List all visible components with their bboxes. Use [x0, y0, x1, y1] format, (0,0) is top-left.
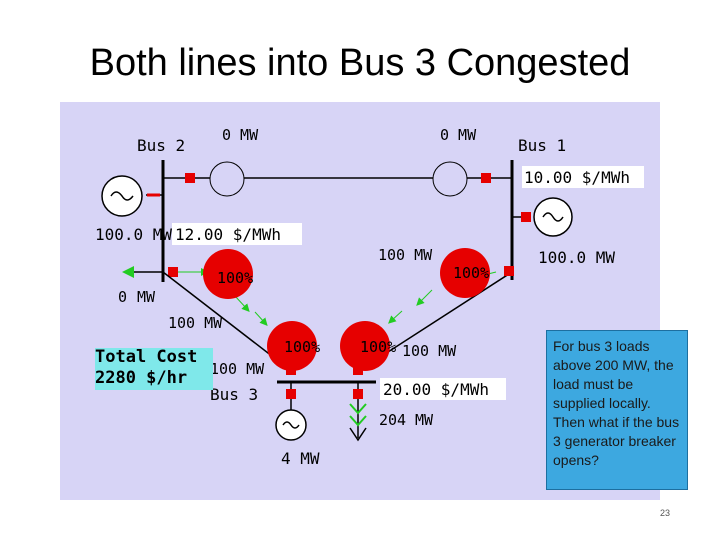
bus1-gen-mw: 100.0 MW: [538, 248, 615, 267]
total-cost-label: Total Cost: [95, 347, 198, 367]
loading-pie-1: 100%: [217, 269, 253, 287]
flow-arrow-2: [234, 295, 250, 312]
bus2-gen-mw: 100.0 MW: [95, 225, 172, 244]
bus2-price: 12.00 $/MWh: [175, 225, 281, 244]
breaker-bus3-gen: [286, 389, 296, 399]
flow-pie-bus1-line: [440, 248, 490, 298]
loading-pie-4: 100%: [360, 338, 396, 356]
flow-pie-bus3-left: [267, 321, 317, 371]
bus1-price: 10.00 $/MWh: [524, 168, 630, 187]
breaker-bus2-load: [168, 267, 178, 277]
flow-label-bus2-bus3: 100 MW: [168, 314, 223, 332]
breaker-top-left: [185, 173, 195, 183]
bus1-name: Bus 1: [518, 136, 566, 155]
breaker-bus3-right: [353, 365, 363, 375]
total-cost: Total Cost 2280 $/hr: [95, 347, 197, 389]
flow-arrow-6: [388, 310, 403, 324]
page-number: 23: [660, 508, 671, 518]
top-flow-right: 0 MW: [440, 126, 477, 144]
bus3-load-chevron-2: [349, 415, 367, 427]
breaker-bus1-line: [504, 266, 514, 276]
loading-pie-2: 100%: [453, 264, 489, 282]
breaker-bus3-left: [286, 365, 296, 375]
breaker-bus1-gen: [521, 212, 531, 222]
bus3-generator-sine: [282, 421, 300, 429]
bus1-generator-sine: [542, 212, 564, 222]
top-flow-left: 0 MW: [222, 126, 259, 144]
flow-pie-top-left: [209, 161, 245, 197]
bus3-load-mw: 204: [379, 411, 406, 429]
bus2-generator-sine: [110, 191, 134, 201]
total-cost-box: [95, 348, 213, 390]
loading-pie-3: 100%: [284, 338, 320, 356]
flow-label-bus3-left: 100 MW: [210, 360, 265, 378]
bus2-name: Bus 2: [137, 136, 185, 155]
flow-pie-top-right: [432, 161, 468, 197]
bus3-load-chevron-1: [349, 403, 367, 415]
breaker-bus3-load: [353, 389, 363, 399]
bus3-price-box: [380, 378, 506, 400]
bus2-load-mw: 0: [118, 288, 127, 306]
flow-label-bus1-bus3: 100 MW: [378, 246, 433, 264]
flow-pie-bus2-line: [203, 249, 253, 299]
flow-arrow-5: [416, 289, 433, 306]
breaker-top-right: [481, 173, 491, 183]
bus3-load-unit: MW: [415, 411, 434, 429]
bus1-price-box: [522, 166, 644, 188]
flow-label-bus3-right: 100 MW: [402, 342, 457, 360]
flow-arrow-3: [254, 311, 268, 326]
slide-title: Both lines into Bus 3 Congested: [89, 42, 631, 84]
bus3-price: 20.00 $/MWh: [383, 380, 489, 399]
note-callout: For bus 3 loads above 200 MW, the load m…: [546, 330, 688, 490]
total-cost-value: 2280 $/hr: [95, 368, 188, 388]
flow-pie-bus3-right: [340, 321, 390, 371]
bus3-gen-mw: 4 MW: [281, 449, 320, 468]
bus3-load-arrow: [349, 427, 367, 442]
bus2-price-box: [172, 223, 302, 245]
bus2-load-unit: MW: [137, 288, 156, 306]
bus3-name: Bus 3: [210, 385, 258, 404]
